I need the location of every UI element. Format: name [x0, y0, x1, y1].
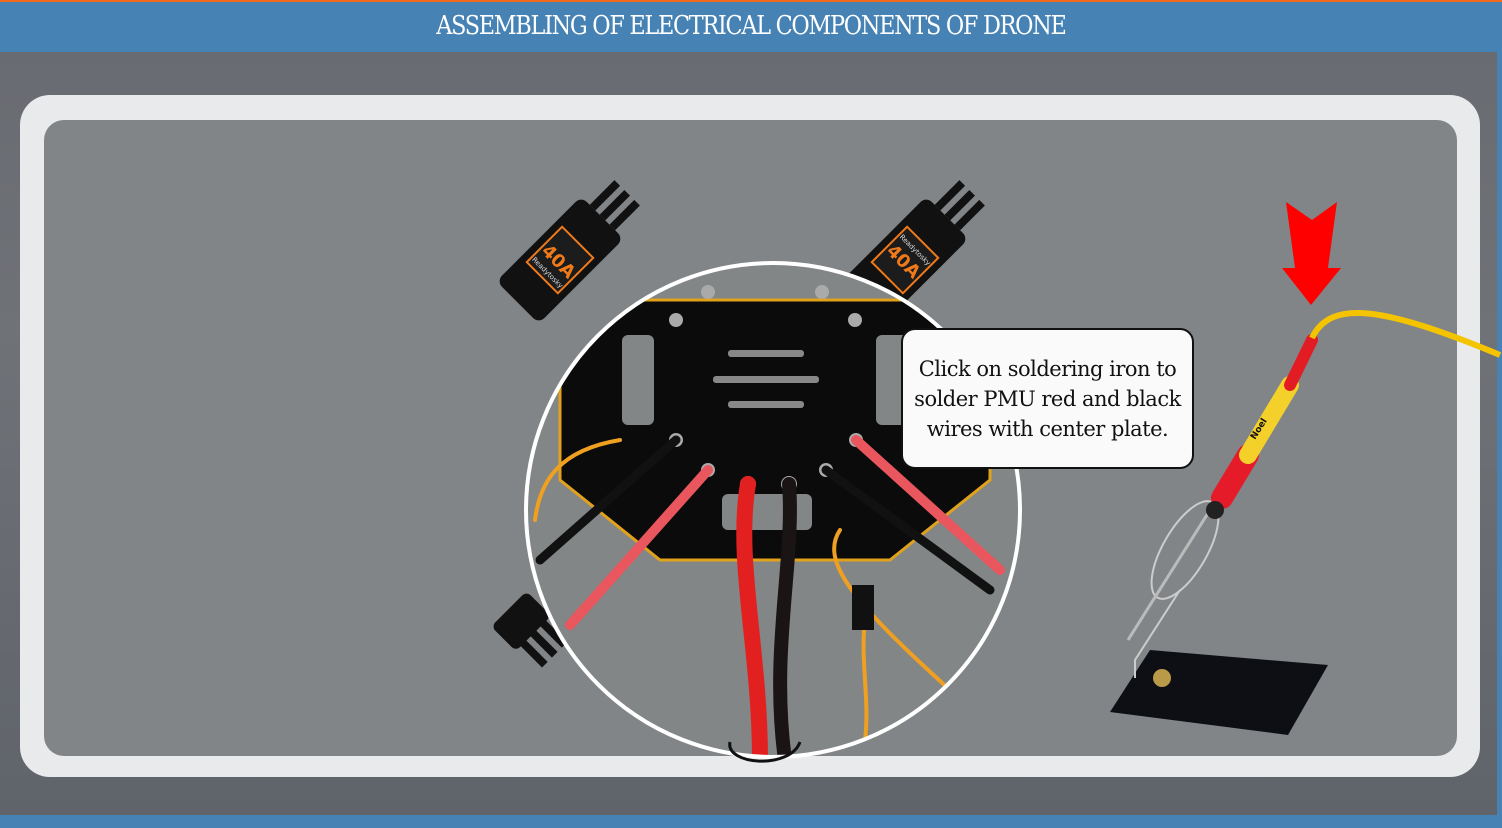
- esc-bottom-left: [493, 593, 568, 668]
- iron-stand-base: [1110, 650, 1328, 735]
- esc-top-left: 40A Readytosky: [499, 180, 640, 321]
- iron-cable: [1309, 310, 1502, 358]
- page-title: ASSEMBLING OF ELECTRICAL COMPONENTS OF D…: [436, 11, 1067, 41]
- pmu-red-wire: [736, 476, 768, 756]
- instruction-tooltip: Click on soldering iron to solder PMU re…: [901, 328, 1194, 469]
- footer-bar: [0, 815, 1502, 828]
- zoom-circle-border: [524, 261, 1022, 759]
- page-header: ASSEMBLING OF ELECTRICAL COMPONENTS OF D…: [0, 2, 1502, 52]
- pmu-black-wire: [773, 477, 797, 756]
- red-arrow-down-icon: [1282, 202, 1341, 305]
- right-edge-bar: [1497, 52, 1502, 815]
- header-accent-line: [0, 0, 1502, 2]
- instruction-text: Click on soldering iron to solder PMU re…: [914, 356, 1181, 441]
